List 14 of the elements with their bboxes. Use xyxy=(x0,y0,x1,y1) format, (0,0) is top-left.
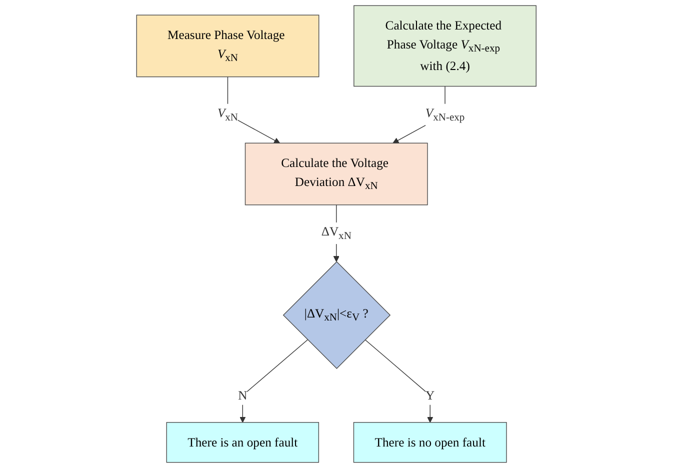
node-box: There is an open fault xyxy=(166,422,320,463)
node-box: There is no open fault xyxy=(354,422,507,463)
node-box: Calculate the Voltage Deviation ΔV$_{xN}$ xyxy=(245,142,428,206)
edge-label: Y xyxy=(426,388,435,402)
edge-label: N xyxy=(238,388,248,402)
arrow xyxy=(364,339,434,423)
edge-label: V$_{xN}$ xyxy=(218,106,238,124)
node-box: Calculate the Expected Phase Voltage V$_{xN-exp}$ with (2.4) xyxy=(354,5,537,87)
edge-label: V$_{xN-exp}$ xyxy=(426,106,465,124)
node-diamond: |ΔV$_{xN}$|<ε$_{V}$ ? xyxy=(282,261,391,369)
arrow xyxy=(228,76,280,144)
node-box: Measure Phase Voltage V$_{xN}$ xyxy=(136,14,320,78)
edge-label: ΔV$_{xN}$ xyxy=(321,224,352,242)
arrow xyxy=(240,339,308,423)
